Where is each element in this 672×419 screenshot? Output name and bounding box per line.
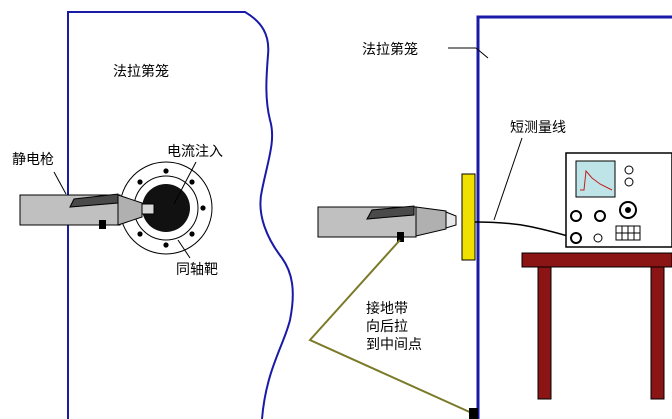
oscilloscope-waveform <box>580 169 613 191</box>
esd-gun-label: 静电枪 <box>12 151 54 168</box>
oscilloscope <box>565 152 672 248</box>
table <box>521 252 672 400</box>
target-bolt <box>163 242 169 248</box>
current-injection-label: 电流注入 <box>167 144 223 160</box>
scope-knob <box>624 177 634 187</box>
ground-strap <box>308 239 475 415</box>
coaxial-target-label: 同轴靶 <box>176 262 218 278</box>
target-bolt <box>189 179 195 185</box>
short-cable-leader <box>493 137 523 221</box>
short-cable-label: 短测量线 <box>510 120 566 136</box>
right-cage-leader-tick <box>475 47 489 59</box>
target-bolt <box>163 168 169 174</box>
esd-gun-left <box>19 193 155 229</box>
esd-gun-right <box>317 205 457 242</box>
target-bolt <box>137 231 143 237</box>
ground-strap-label-line-2: 向后拉 <box>366 319 408 335</box>
scope-knob <box>570 210 582 222</box>
scope-input-connector <box>570 232 582 244</box>
left-cage-label: 法拉第笼 <box>113 63 169 80</box>
gun-label-leader <box>53 171 67 195</box>
target-bolt <box>200 205 206 211</box>
scope-knob <box>593 233 603 243</box>
scope-knob <box>625 207 631 213</box>
ground-strap-label-line-3: 到中间点 <box>366 337 422 353</box>
scope-knob <box>594 210 606 222</box>
short-measurement-cable <box>474 221 576 239</box>
left-panel: 法拉第笼 静电枪 电流注入 同轴靶 <box>12 11 294 419</box>
right-cage-label: 法拉第笼 <box>362 41 418 58</box>
target-label-leader <box>177 239 191 259</box>
right-panel: 法拉第笼 接地带 向后拉 到中间点 短测量线 <box>308 15 672 419</box>
target-bolt <box>189 231 195 237</box>
target-bolt <box>137 179 143 185</box>
scope-knob <box>624 165 634 175</box>
injection-label-leader <box>173 161 197 205</box>
right-faraday-cage-outline <box>476 15 672 419</box>
target-plate <box>461 173 476 261</box>
ground-strap-label-line-1: 接地带 <box>366 300 408 317</box>
ground-strap-terminal <box>469 408 478 419</box>
oscilloscope-screen <box>575 160 616 198</box>
left-faraday-cage-outline <box>67 11 294 419</box>
coaxial-target <box>119 161 213 255</box>
